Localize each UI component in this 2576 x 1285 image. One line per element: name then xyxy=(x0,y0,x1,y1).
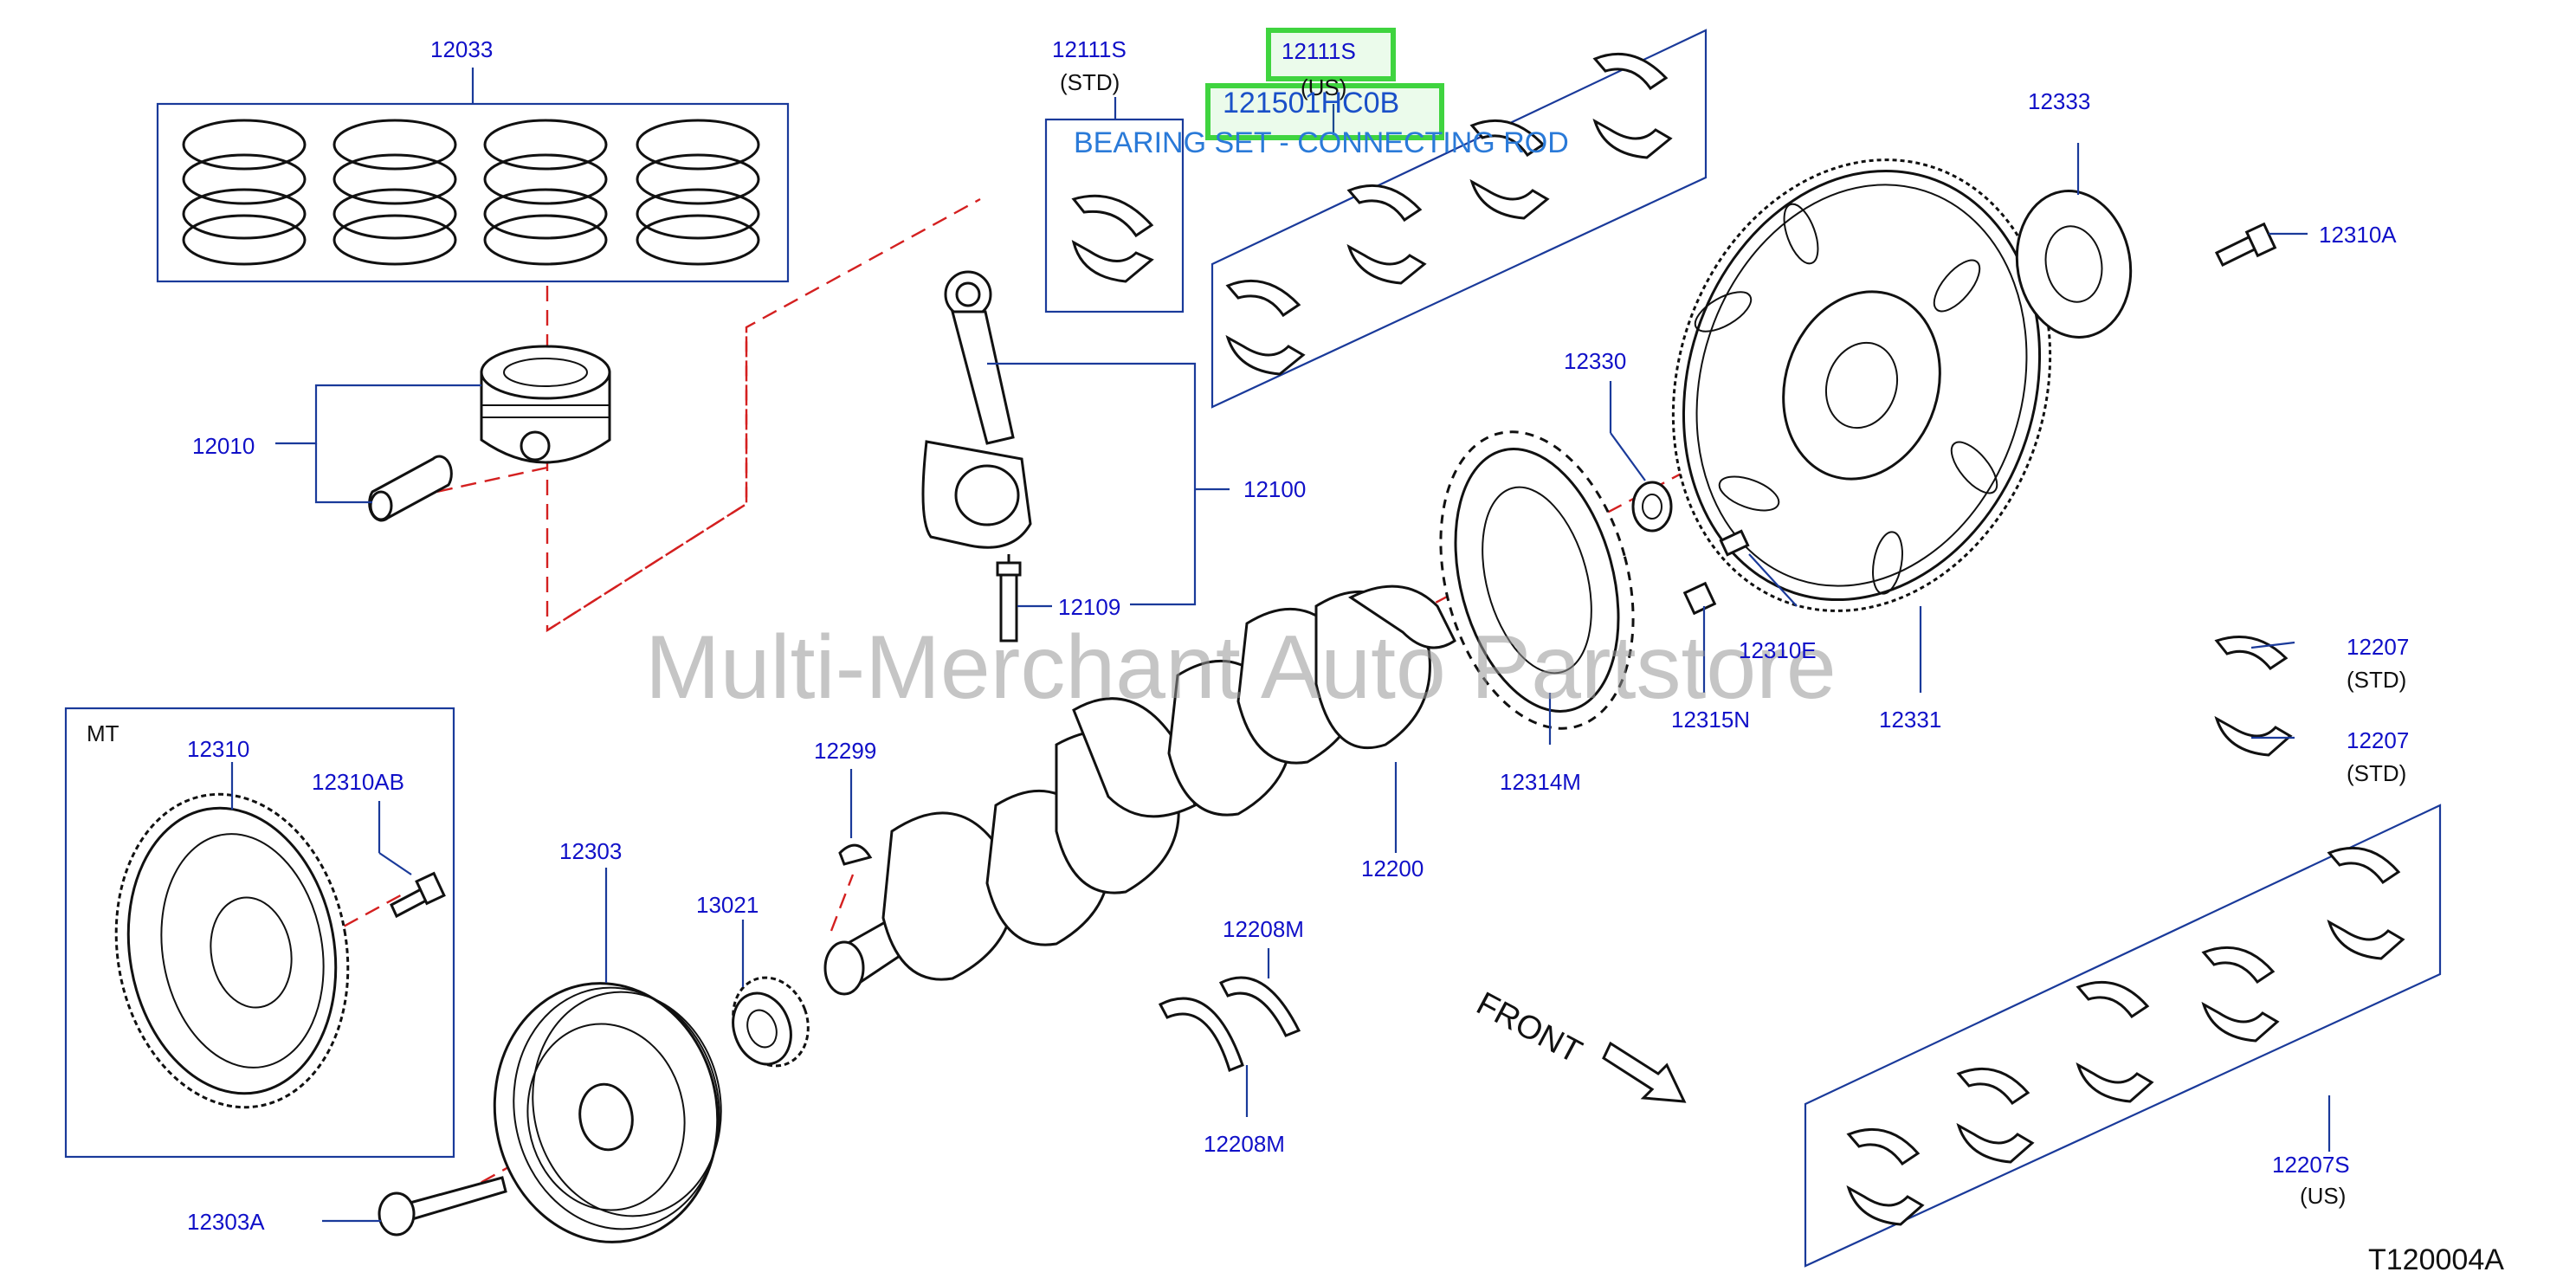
label-us-2: (US) xyxy=(2300,1183,2347,1209)
bolt-12310a-icon xyxy=(2214,222,2277,268)
drive-plate-icon xyxy=(1671,158,2052,612)
label-12033[interactable]: 12033 xyxy=(430,36,494,62)
piston-ring-box xyxy=(156,102,790,283)
pilot-bushing-icon xyxy=(1631,481,1673,533)
bolt-12315n-icon xyxy=(1682,581,1717,616)
us-bearing-highlight[interactable] xyxy=(1266,28,1396,81)
mt-flywheel-box xyxy=(64,707,455,1159)
label-12100[interactable]: 12100 xyxy=(1243,476,1307,502)
label-std-2: (STD) xyxy=(2347,667,2407,693)
label-12315n[interactable]: 12315N xyxy=(1671,707,1751,733)
piston-pin-icon xyxy=(368,455,453,522)
label-13021[interactable]: 13021 xyxy=(696,892,759,918)
bolt-12310ab-icon xyxy=(390,871,446,919)
label-12310ab[interactable]: 12310AB xyxy=(312,769,404,795)
label-12310[interactable]: 12310 xyxy=(187,736,250,762)
piston-rings-icon xyxy=(182,119,760,266)
label-12111s-std[interactable]: 12111S xyxy=(1052,36,1127,62)
main-bearing-us-icon xyxy=(1846,846,2405,1226)
label-12207-a[interactable]: 12207 xyxy=(2347,634,2410,660)
label-12303a[interactable]: 12303A xyxy=(187,1209,265,1235)
part-number-highlight[interactable] xyxy=(1205,83,1444,140)
crankshaft-icon xyxy=(823,584,1456,996)
pulley-bolt-icon xyxy=(378,1176,507,1237)
label-12208m-b[interactable]: 12208M xyxy=(1204,1131,1285,1157)
label-12010[interactable]: 12010 xyxy=(192,433,255,459)
label-12200[interactable]: 12200 xyxy=(1361,856,1424,881)
label-us-1: (US) xyxy=(1301,74,1347,100)
rod-bearing-std-icon xyxy=(1071,194,1154,283)
label-std-3: (STD) xyxy=(2347,760,2407,786)
part-description-label: BEARING SET - CONNECTING ROD xyxy=(1074,126,1569,159)
label-12207-b[interactable]: 12207 xyxy=(2347,727,2410,753)
woodruff-key-icon xyxy=(838,843,873,866)
mt-flywheel-icon xyxy=(114,792,350,1109)
us-bearing-box xyxy=(1211,29,1708,409)
label-12310a[interactable]: 12310A xyxy=(2319,222,2397,248)
label-std-1: (STD) xyxy=(1060,69,1120,95)
leader-lines xyxy=(230,68,2331,1223)
rod-bearing-us-icon xyxy=(1225,52,1673,376)
adapter-plate-icon xyxy=(2015,190,2133,339)
label-12111s-us[interactable]: 12111S xyxy=(1282,38,1356,64)
label-12109[interactable]: 12109 xyxy=(1058,594,1121,620)
label-12299[interactable]: 12299 xyxy=(814,738,877,764)
main-bearing-box xyxy=(1804,804,2442,1268)
label-12207s[interactable]: 12207S xyxy=(2272,1152,2350,1178)
dowel-pin-icon xyxy=(1719,529,1750,557)
piston-icon xyxy=(480,345,611,464)
crank-pulley-icon xyxy=(493,982,722,1243)
label-12314m[interactable]: 12314M xyxy=(1500,769,1581,795)
label-12208m-a[interactable]: 12208M xyxy=(1223,916,1304,942)
part-number-label[interactable]: 121501HC0B xyxy=(1223,87,1400,119)
front-arrow-icon xyxy=(1602,1041,1687,1103)
diagram-code: T120004A xyxy=(2368,1243,2504,1276)
watermark: Multi-Merchant Auto Partstore xyxy=(645,617,1837,718)
signal-plate-icon xyxy=(1439,430,1635,730)
label-12331[interactable]: 12331 xyxy=(1879,707,1942,733)
label-mt: MT xyxy=(87,720,119,746)
label-12310e[interactable]: 12310E xyxy=(1739,637,1817,663)
label-12330[interactable]: 12330 xyxy=(1564,348,1627,374)
label-12333[interactable]: 12333 xyxy=(2028,88,2091,114)
label-12303[interactable]: 12303 xyxy=(559,838,623,864)
thrust-washer-icon xyxy=(1158,976,1301,1072)
crank-sprocket-icon xyxy=(732,976,810,1068)
connecting-rod-icon xyxy=(921,270,1032,642)
